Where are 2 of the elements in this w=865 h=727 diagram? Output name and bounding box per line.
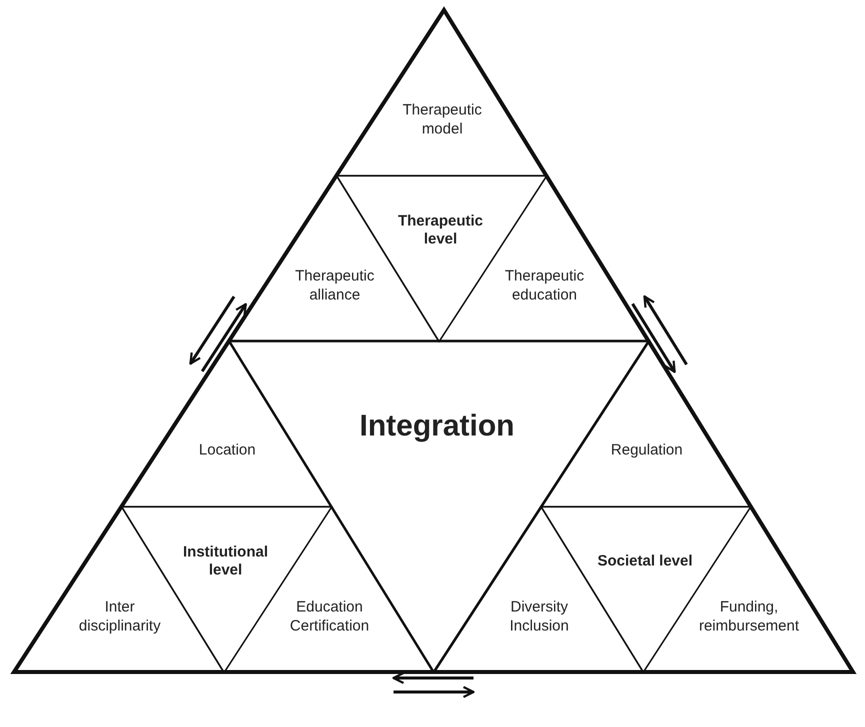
exchange-arrow <box>394 686 475 698</box>
exchange-arrow <box>392 672 474 684</box>
